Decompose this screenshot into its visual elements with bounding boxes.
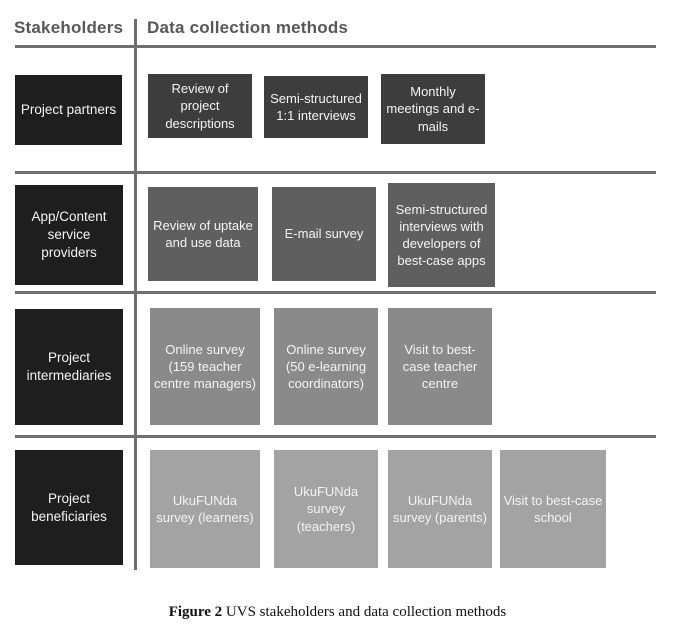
method-box-email-survey: E-mail survey [272, 187, 376, 281]
figure-caption-text: UVS stakeholders and data collection met… [222, 604, 507, 620]
method-box-ukufunda-survey-learners: UkuFUNda survey (learners) [150, 450, 260, 568]
row-separator-2 [15, 291, 656, 294]
column-header-stakeholders: Stakeholders [14, 18, 124, 37]
method-box-online-survey-teacher-centre-managers: Online survey (159 teacher centre manage… [150, 308, 260, 425]
stakeholder-box-project-beneficiaries: Project beneficiaries [15, 450, 123, 565]
method-box-visit-teacher-centre: Visit to best-case teacher centre [388, 308, 492, 425]
row-separator-1 [15, 171, 656, 174]
method-box-visit-best-case-school: Visit to best-case school [500, 450, 606, 568]
method-box-monthly-meetings-emails: Monthly meetings and e-mails [381, 74, 485, 144]
column-divider-line [134, 19, 137, 570]
column-header-methods: Data collection methods [147, 18, 349, 37]
method-box-ukufunda-survey-teachers: UkuFUNda survey (teachers) [274, 450, 378, 568]
method-box-review-uptake-use-data: Review of uptake and use data [148, 187, 258, 281]
header-underline [15, 45, 656, 48]
method-box-review-project-descriptions: Review of project descriptions [148, 74, 252, 138]
figure-caption-label: Figure 2 [168, 604, 223, 620]
row-separator-3 [15, 435, 656, 438]
method-box-interviews-developers: Semi-structured interviews with develope… [388, 183, 495, 287]
method-box-ukufunda-survey-parents: UkuFUNda survey (parents) [388, 450, 492, 568]
stakeholder-box-project-partners: Project partners [15, 75, 122, 145]
method-box-online-survey-elearning-coordinators: Online survey (50 e-learning coordinator… [274, 308, 378, 425]
figure-caption: Figure 2 UVS stakeholders and data colle… [0, 604, 675, 621]
stakeholder-box-app-content-providers: App/Content service providers [15, 185, 123, 285]
stakeholder-box-project-intermediaries: Project intermediaries [15, 309, 123, 425]
method-box-semi-structured-interviews: Semi-structured 1:1 interviews [264, 76, 368, 138]
